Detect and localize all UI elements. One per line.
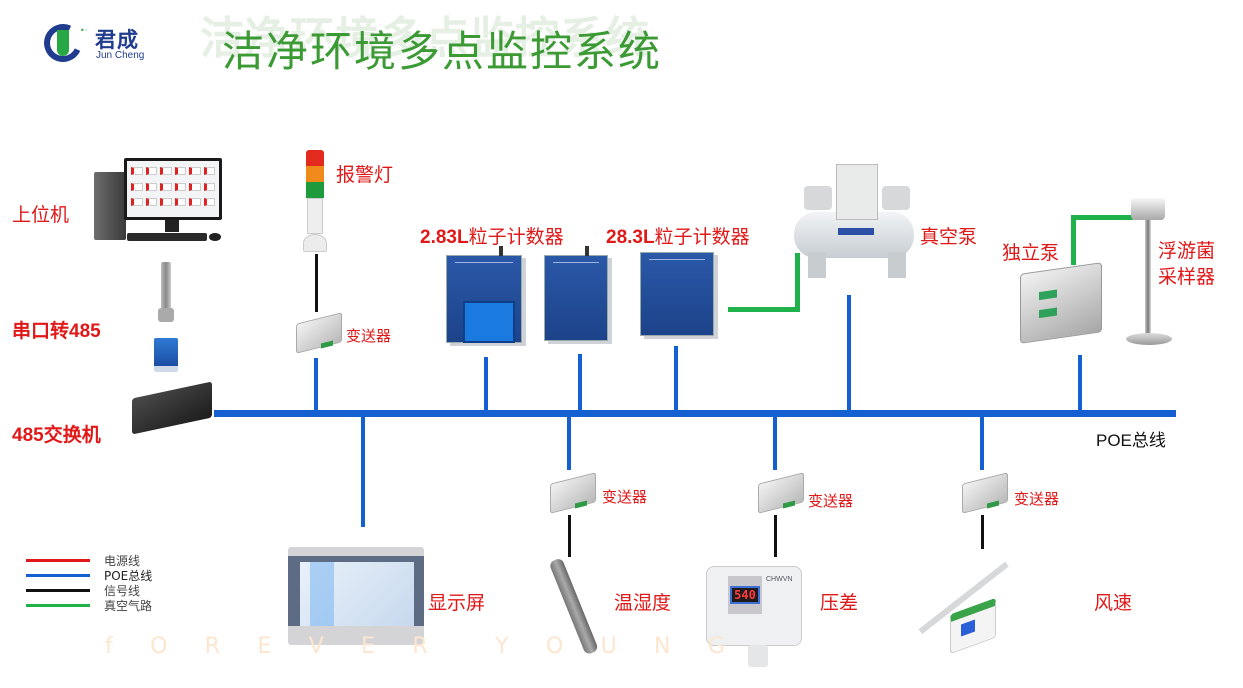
- label-transmitter-th: 变送器: [602, 488, 648, 506]
- legend-item-signal: 信号线: [26, 583, 152, 598]
- diff-pressure-brand: CHWVN: [766, 576, 793, 583]
- label-plankton-sampler-2: 采样器: [1158, 266, 1216, 288]
- signal-alarm-line: [315, 254, 318, 312]
- drop-transmitter-th: [567, 416, 571, 470]
- transmitter-icon: [962, 472, 1008, 514]
- particle-counter-1-icon: [446, 246, 522, 343]
- label-alarm-light: 报警灯: [336, 164, 394, 186]
- particle-counter-2-icon: [544, 246, 608, 341]
- label-temp-humidity: 温湿度: [614, 592, 672, 614]
- label-vacuum-pump: 真空泵: [920, 226, 978, 248]
- label-plankton-sampler-1: 浮游菌: [1158, 240, 1216, 262]
- drop-display: [361, 416, 365, 527]
- mouse-icon: [209, 233, 221, 241]
- drop-standalone-pump: [1078, 355, 1082, 412]
- particle-counter-3-icon: [640, 252, 714, 336]
- title-shadow: 洁净环境多点监控系统: [200, 13, 650, 64]
- alarm-light-orange: [306, 166, 324, 182]
- drop-transmitter-as: [980, 416, 984, 470]
- legend-item-power: 电源线: [26, 553, 152, 568]
- rs485-converter-icon: [154, 338, 178, 372]
- label-transmitter-as: 变送器: [1014, 490, 1060, 508]
- legend-item-vacuum: 真空气路: [26, 598, 152, 613]
- vacuum-line-v: [795, 253, 800, 312]
- label-host-pc: 上位机: [12, 204, 70, 226]
- vacuum-pump-control-box: [836, 164, 878, 220]
- display-screen: [300, 562, 414, 626]
- label-transmitter-alarm: 变送器: [346, 327, 392, 345]
- transmitter-icon: [758, 472, 804, 514]
- usb-cable-icon: [161, 262, 171, 322]
- drop-counter-1: [484, 357, 488, 412]
- plankton-sampler-pole: [1145, 220, 1151, 338]
- vacuum-pump-nameplate: [838, 228, 874, 235]
- logo-text-en: Jun Cheng: [96, 50, 145, 61]
- keyboard-icon: [127, 233, 207, 241]
- pc-tower-icon: [94, 172, 126, 240]
- drop-counter-2: [578, 354, 582, 412]
- vacuum-line-h: [728, 307, 800, 312]
- legend-item-poe: POE总线: [26, 568, 152, 583]
- alarm-light-red: [306, 150, 324, 166]
- alarm-light-green: [306, 182, 324, 198]
- poe-bus-line: [214, 410, 1176, 417]
- legend-swatch: [26, 589, 90, 592]
- watermark-forever-young: f O R E V E R Y O U N G: [105, 634, 725, 659]
- cable-gland-icon: [748, 645, 768, 667]
- legend-swatch: [26, 604, 90, 607]
- diff-pressure-reading: 540: [730, 586, 760, 604]
- legend: 电源线 POE总线 信号线 真空气路: [26, 553, 152, 613]
- drop-vacuum-pump: [847, 295, 851, 412]
- legend-swatch: [26, 574, 90, 577]
- vacuum-pump-leg: [888, 252, 906, 278]
- plankton-sampler-head: [1131, 198, 1165, 220]
- label-standalone-pump: 独立泵: [1002, 242, 1060, 264]
- label-485-switch: 485交换机: [12, 425, 101, 446]
- signal-as-line: [981, 515, 984, 549]
- drop-transmitter-dp: [773, 416, 777, 470]
- signal-dp-line: [774, 515, 777, 557]
- vacuum-pump-motor-right: [882, 186, 910, 210]
- poe-bus-label: POE总线: [1096, 431, 1166, 450]
- pc-monitor-icon: [124, 158, 222, 220]
- network-switch-icon: [132, 381, 212, 435]
- legend-swatch: [26, 559, 90, 562]
- pc-screen: [127, 161, 219, 217]
- drop-counter-3: [674, 346, 678, 412]
- label-air-speed: 风速: [1094, 592, 1133, 614]
- logo-text-cn: 君成: [95, 28, 139, 52]
- pc-stand: [165, 220, 179, 232]
- signal-th-line: [568, 515, 571, 557]
- label-diff-pressure: 压差: [820, 592, 859, 614]
- alarm-light-body: [307, 198, 323, 234]
- vacuum-pump-leg: [808, 252, 826, 278]
- page-title: 洁净环境多点监控系统: [222, 27, 663, 76]
- label-counter-2-83: 2.83L粒子计数器: [420, 226, 564, 248]
- logo-dots-icon: •·: [80, 26, 88, 35]
- alarm-light-base: [303, 234, 327, 252]
- drop-transmitter-alarm: [314, 358, 318, 412]
- vacuum-line-sampler-v: [1071, 215, 1076, 265]
- transmitter-icon: [296, 312, 342, 354]
- label-counter-28-3: 28.3L粒子计数器: [606, 226, 750, 248]
- standalone-pump-icon: [1020, 262, 1102, 344]
- plankton-sampler-base: [1126, 333, 1172, 345]
- label-transmitter-dp: 变送器: [808, 492, 854, 510]
- label-display: 显示屏: [428, 592, 486, 614]
- transmitter-icon: [550, 472, 596, 514]
- usb-ferrite-icon: [158, 308, 174, 322]
- vacuum-line-sampler-h: [1071, 215, 1133, 220]
- label-serial-485: 串口转485: [12, 321, 101, 342]
- vacuum-pump-motor-left: [804, 186, 832, 210]
- logo-j-glyph: [57, 30, 69, 56]
